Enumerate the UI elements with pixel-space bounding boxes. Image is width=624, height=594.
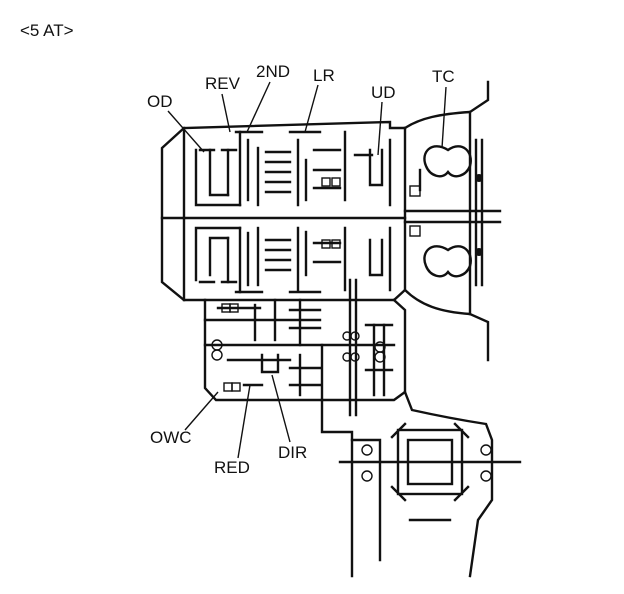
- leader-lines: [167, 81, 447, 459]
- label-owc: OWC: [150, 428, 192, 447]
- upper-clutch-pack: [194, 130, 392, 207]
- label-od: OD: [147, 92, 173, 111]
- lower-clutch-pack: [194, 226, 392, 294]
- transfer-shafts: [342, 278, 394, 417]
- transmission-case: [160, 120, 407, 578]
- diagram-title: <5 AT>: [20, 21, 74, 40]
- label-dir: DIR: [278, 443, 307, 462]
- label-lr: LR: [313, 66, 335, 85]
- label-tc: TC: [432, 67, 455, 86]
- label-rev: REV: [205, 74, 241, 93]
- label-ud: UD: [371, 83, 396, 102]
- torque-converter: [403, 80, 502, 362]
- label-red: RED: [214, 458, 250, 477]
- reduction-section: [203, 298, 324, 402]
- differential: [338, 390, 522, 578]
- label-2nd: 2ND: [256, 62, 290, 81]
